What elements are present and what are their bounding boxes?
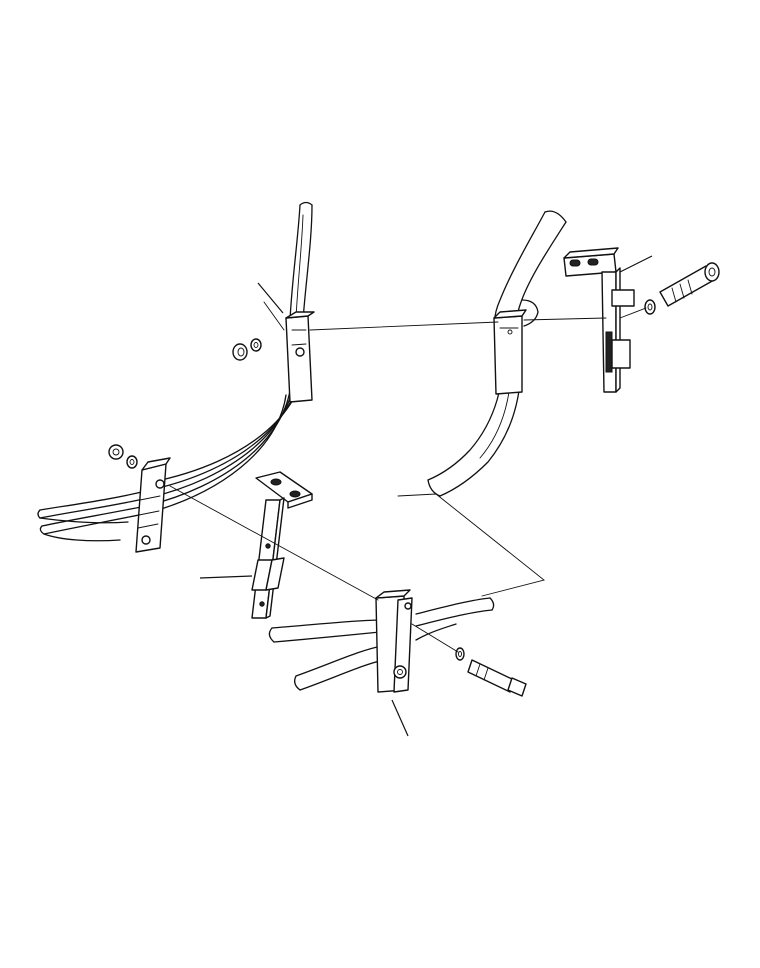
callout-upper-left-clamp <box>257 282 284 314</box>
right-hose-clamp <box>493 309 527 395</box>
lower-left-fasteners <box>108 444 138 469</box>
upper-left-clamp-block <box>285 311 315 403</box>
assembly-lines <box>169 301 647 653</box>
lower-left-clamp <box>135 457 171 553</box>
lower-bolt <box>455 647 527 697</box>
upper-left-fasteners <box>232 338 262 361</box>
lower-clamp <box>375 589 413 693</box>
right-bolt <box>644 262 720 315</box>
callout-lower-clamp <box>391 699 409 737</box>
callout-center-bracket <box>199 575 253 579</box>
callout-right-bracket <box>619 255 653 273</box>
center-bracket <box>251 471 313 619</box>
right-bracket <box>563 247 635 393</box>
